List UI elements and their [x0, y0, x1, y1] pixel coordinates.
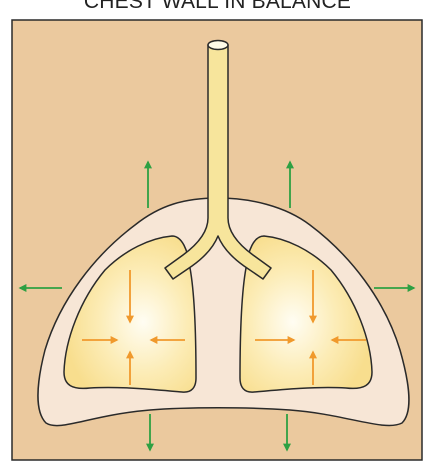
inward-arrows — [82, 270, 366, 385]
outward-arrows — [18, 160, 416, 452]
trachea — [164, 44, 272, 280]
trachea-opening — [207, 39, 229, 51]
right-lung — [239, 235, 373, 393]
diagram-title: CHEST WALL IN BALANCE — [83, 0, 352, 13]
